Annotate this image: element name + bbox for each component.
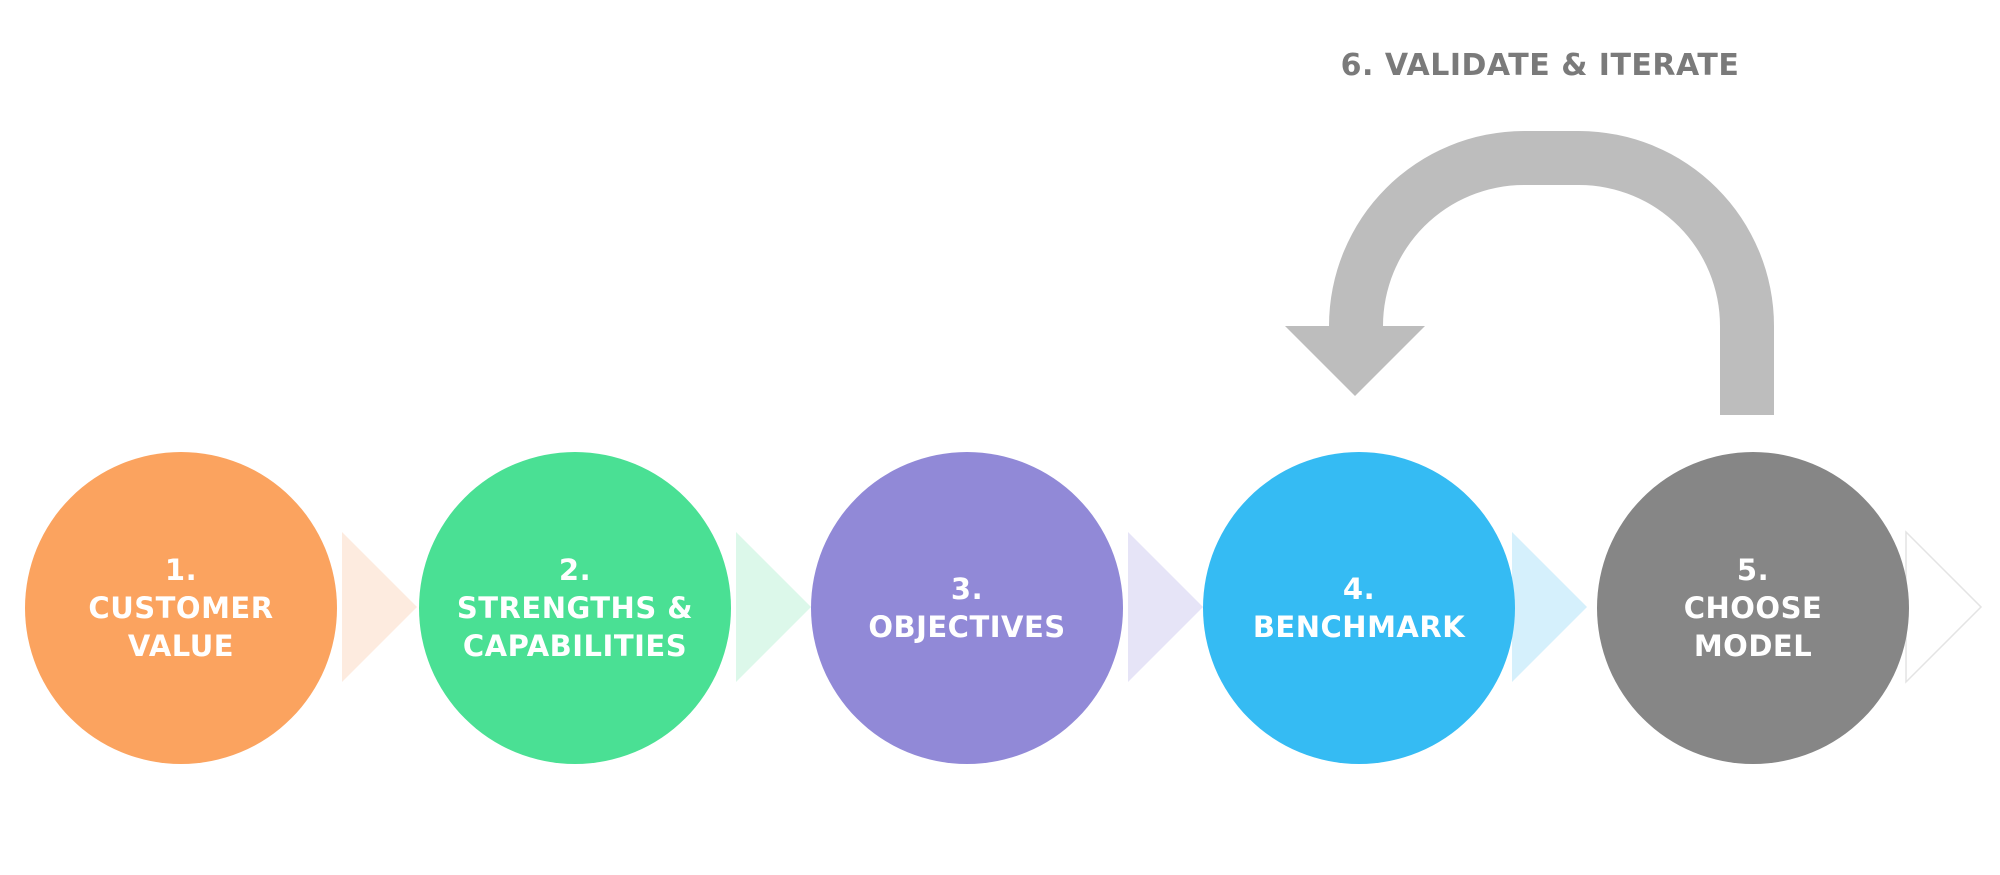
chevron-arrow-4 (1512, 532, 1587, 682)
step-objectives: 3. OBJECTIVES (811, 452, 1123, 764)
step-title-line1: CUSTOMER (88, 591, 274, 625)
step-number: 1. (164, 553, 198, 587)
loop-label: 6. VALIDATE & ITERATE (1340, 48, 1740, 83)
step-strengths-capabilities: 2. STRENGTHS & CAPABILITIES (419, 452, 731, 764)
step-customer-value: 1. CUSTOMER VALUE (25, 452, 337, 764)
chevron-arrow-2 (736, 532, 811, 682)
step-title-line1: BENCHMARK (1252, 610, 1466, 644)
step-number: 4. (1342, 572, 1376, 606)
step-benchmark: 4. BENCHMARK (1203, 452, 1515, 764)
chevron-arrow-1 (342, 532, 417, 682)
step-title-line2: MODEL (1693, 629, 1813, 663)
chevron-arrow-3 (1128, 532, 1203, 682)
step-number: 2. (558, 553, 592, 587)
step-title-line1: CHOOSE (1683, 591, 1823, 625)
step-title-line2: VALUE (127, 629, 235, 663)
step-choose-model: 5. CHOOSE MODEL (1597, 452, 1909, 764)
step-number: 3. (950, 572, 984, 606)
step-title-line2: CAPABILITIES (462, 629, 688, 663)
chevron-arrow-5 (1905, 530, 1983, 684)
step-title-line1: STRENGTHS & (456, 591, 694, 625)
step-number: 5. (1736, 553, 1770, 587)
step-title-line1: OBJECTIVES (868, 610, 1066, 644)
loop-arrow-icon (1285, 131, 1774, 415)
